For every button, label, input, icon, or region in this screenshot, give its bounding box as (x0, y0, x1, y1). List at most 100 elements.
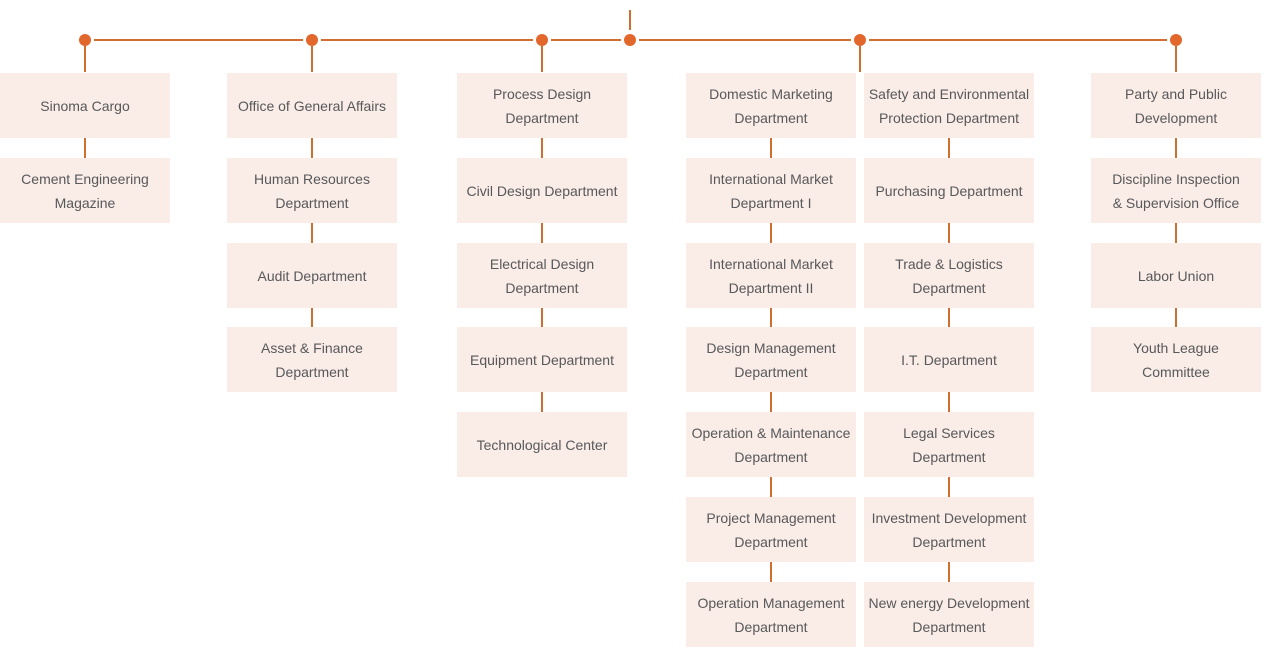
org-node-label: & Supervision Office (1112, 194, 1240, 211)
node-connector-line (948, 477, 950, 497)
org-node-label: Discipline Inspection (1112, 170, 1240, 187)
node-connector-line (770, 562, 772, 582)
dot-stem-line (1175, 46, 1177, 72)
org-node: Labor Union (1091, 243, 1261, 308)
org-node-label: New energy Development (868, 594, 1030, 611)
org-node-label: Department II (728, 279, 814, 296)
org-node-label: Electrical Design (489, 255, 595, 272)
node-connector-line (770, 392, 772, 412)
node-connector-line (1175, 308, 1177, 327)
connector-dot (854, 34, 866, 46)
org-node-label: Department (505, 109, 579, 126)
connector-dot (1170, 34, 1182, 46)
org-node-label: Domestic Marketing (709, 85, 833, 102)
org-node: Equipment Department (457, 327, 627, 392)
org-node-label: Youth League (1133, 339, 1219, 356)
org-node-label: Committee (1142, 363, 1210, 380)
node-connector-line (948, 308, 950, 327)
node-connector-line (541, 392, 543, 412)
org-node: Sinoma Cargo (0, 73, 170, 138)
org-node-label: Sinoma Cargo (40, 97, 130, 114)
org-node: Office of General Affairs (227, 73, 397, 138)
org-node-label: International Market (709, 170, 833, 187)
org-node-label: Department (734, 533, 808, 550)
org-node-label: Department (912, 279, 986, 296)
node-connector-line (770, 223, 772, 243)
org-node-label: Project Management (706, 509, 836, 526)
node-connector-line (1175, 223, 1177, 243)
org-node: Technological Center (457, 412, 627, 477)
org-node: Discipline Inspection & Supervision Offic… (1091, 158, 1261, 223)
node-connector-line (311, 138, 313, 158)
org-node-label: Development (1134, 109, 1218, 126)
dot-stem-line (84, 46, 86, 72)
org-node-label: Safety and Environmental (868, 85, 1030, 102)
org-node-label: Operation & Maintenance (691, 424, 851, 441)
node-connector-line (948, 392, 950, 412)
node-connector-line (311, 308, 313, 327)
bus-line-segment (639, 39, 851, 41)
org-node-label: Operation Management (697, 594, 845, 611)
org-node-label: Department (734, 363, 808, 380)
org-node-label: Office of General Affairs (237, 97, 387, 114)
org-node-label: Department (505, 279, 579, 296)
org-node-label: Department (912, 448, 986, 465)
dot-stem-line (311, 46, 313, 72)
connector-dot (536, 34, 548, 46)
bus-line-segment (551, 39, 621, 41)
org-node-label: Magazine (54, 194, 116, 211)
connector-dot (306, 34, 318, 46)
org-node-label: Department I (730, 194, 812, 211)
org-node-label: Legal Services (903, 424, 995, 441)
bus-line-segment (321, 39, 533, 41)
node-connector-line (541, 138, 543, 158)
org-node-label: Department (734, 448, 808, 465)
org-node-label: Audit Department (257, 267, 367, 284)
org-node-label: Department (275, 363, 349, 380)
org-node-label: Asset & Finance (261, 339, 363, 356)
org-node: Purchasing Department (864, 158, 1034, 223)
org-node-label: Department (275, 194, 349, 211)
org-node-label: Labor Union (1137, 267, 1215, 284)
org-node: Audit Department (227, 243, 397, 308)
root-connector-line (629, 10, 631, 30)
node-connector-line (311, 223, 313, 243)
bus-line-segment (94, 39, 303, 41)
node-connector-line (770, 138, 772, 158)
org-node-label: Human Resources (254, 170, 370, 187)
org-node-label: Investment Development (871, 509, 1027, 526)
dot-stem-line (541, 46, 543, 72)
org-node-label: Equipment Department (470, 351, 614, 368)
org-node-label: Civil Design Department (466, 182, 618, 199)
org-node-label: Department (912, 618, 986, 635)
org-node-label: Protection Department (878, 109, 1020, 126)
node-connector-line (948, 138, 950, 158)
node-connector-line (770, 308, 772, 327)
org-node-label: Process Design (492, 85, 592, 102)
org-node-label: International Market (709, 255, 833, 272)
org-node-label: Purchasing Department (875, 182, 1023, 199)
node-connector-line (770, 477, 772, 497)
node-connector-line (541, 308, 543, 327)
org-node: I.T. Department (864, 327, 1034, 392)
org-node-label: Cement Engineering (21, 170, 149, 187)
org-node-label: Technological Center (476, 436, 608, 453)
org-node-label: Department (912, 533, 986, 550)
node-connector-line (541, 223, 543, 243)
org-node-label: I.T. Department (901, 351, 997, 368)
